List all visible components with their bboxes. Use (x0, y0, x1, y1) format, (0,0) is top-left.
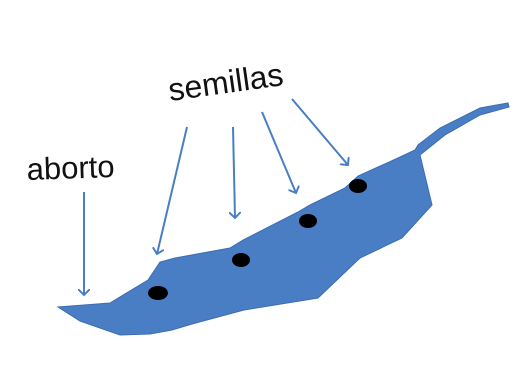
seed-3 (299, 214, 317, 228)
semillas-arrow-4 (292, 99, 348, 165)
semillas-arrow-3 (262, 112, 296, 193)
seed-2 (232, 253, 250, 267)
semillas-label: semillas (166, 56, 285, 108)
seed-pod-body (58, 103, 509, 335)
semillas-arrow-1 (157, 127, 187, 254)
seed-4 (349, 179, 367, 193)
semillas-arrow-2 (233, 127, 235, 218)
seed-1 (148, 286, 168, 300)
aborto-label: aborto (26, 149, 115, 187)
